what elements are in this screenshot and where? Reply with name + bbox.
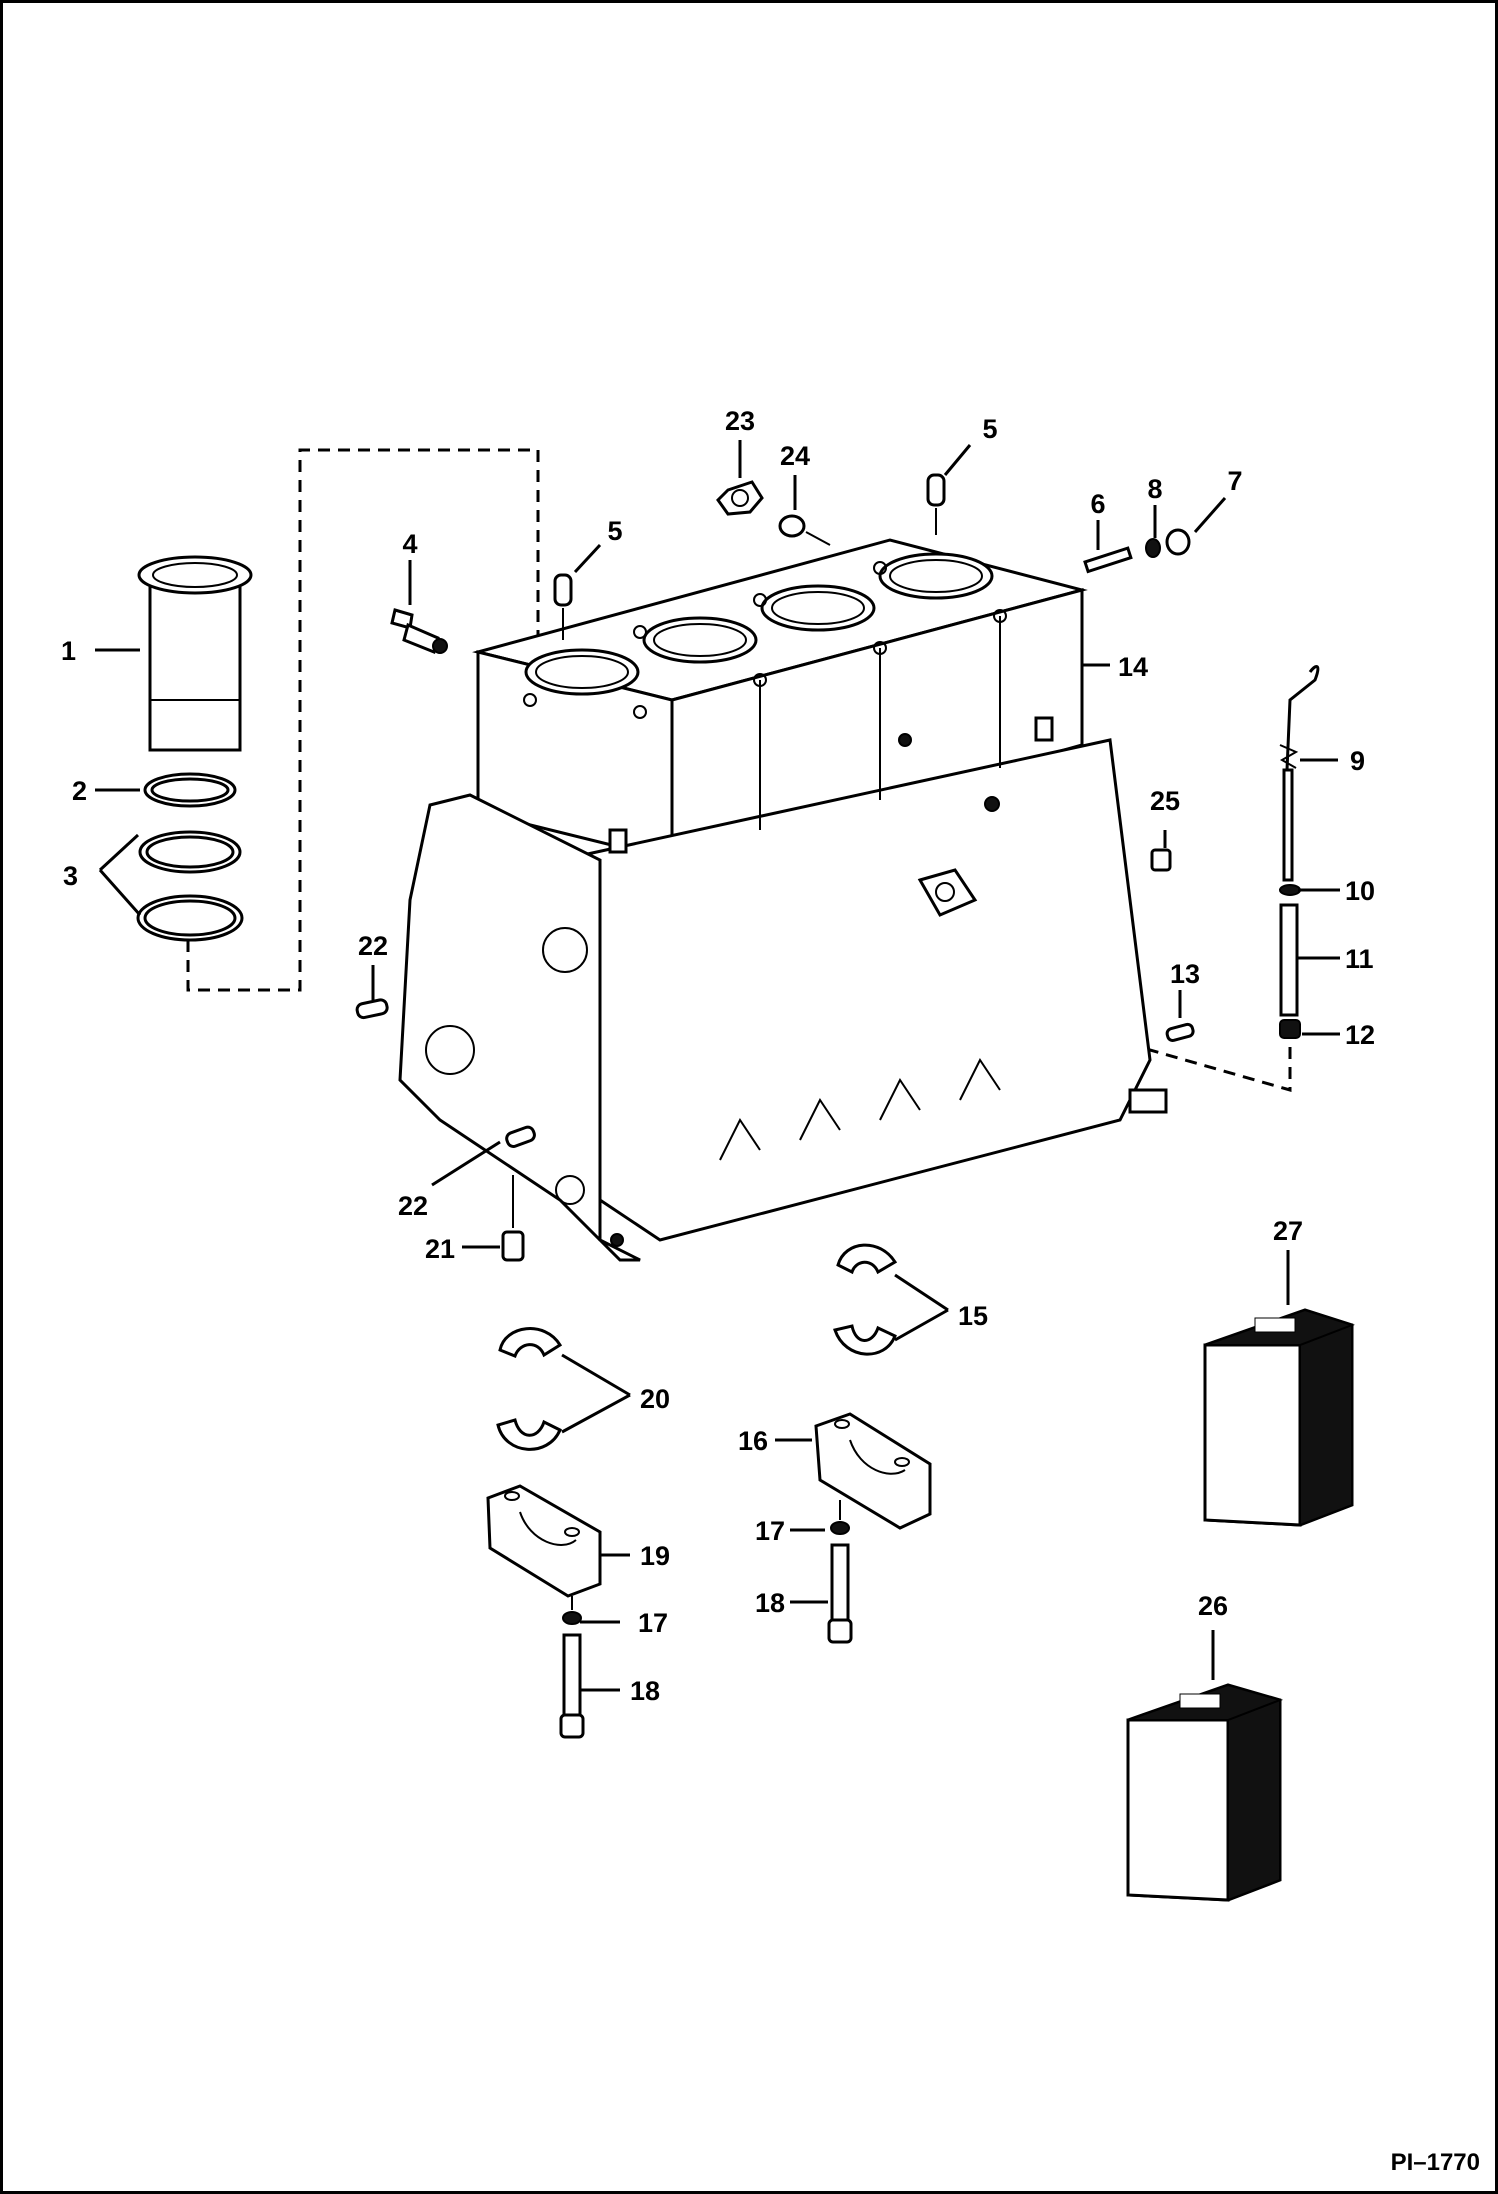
callout-10: 10 bbox=[1345, 876, 1375, 906]
plug-25 bbox=[1150, 848, 1172, 872]
main-bearing-cap-16 bbox=[814, 1412, 932, 1530]
callout-27: 27 bbox=[1273, 1216, 1303, 1246]
callout-5-right: 5 bbox=[982, 414, 997, 444]
bolt-18-left bbox=[559, 1633, 585, 1739]
callout-2: 2 bbox=[72, 776, 87, 806]
callout-5-left: 5 bbox=[607, 516, 622, 546]
dipstick-tube-fitting bbox=[1279, 1019, 1301, 1039]
callout-4: 4 bbox=[402, 529, 417, 559]
callout-24: 24 bbox=[780, 441, 810, 471]
callout-13: 13 bbox=[1170, 959, 1200, 989]
cylinder-liner bbox=[137, 555, 253, 752]
callout-20: 20 bbox=[640, 1384, 670, 1414]
callout-18-left: 18 bbox=[630, 1676, 660, 1706]
callout-labels: 1 2 3 4 5 5 6 7 8 9 10 11 12 13 14 15 16… bbox=[61, 406, 1375, 1706]
callout-16: 16 bbox=[738, 1426, 768, 1456]
pin-22-upper bbox=[355, 998, 389, 1020]
callout-21: 21 bbox=[425, 1234, 455, 1264]
bolt-18-right bbox=[827, 1500, 853, 1644]
callout-22-lower: 22 bbox=[398, 1191, 428, 1221]
callout-3: 3 bbox=[63, 861, 78, 891]
plug-23 bbox=[716, 480, 764, 516]
stud-6 bbox=[1083, 546, 1133, 574]
callout-25: 25 bbox=[1150, 786, 1180, 816]
callout-9: 9 bbox=[1350, 746, 1365, 776]
callout-1: 1 bbox=[61, 636, 76, 666]
callout-22-upper: 22 bbox=[358, 931, 388, 961]
callout-19: 19 bbox=[640, 1541, 670, 1571]
callout-11: 11 bbox=[1345, 944, 1374, 974]
main-bearing-cap-19 bbox=[486, 1484, 602, 1598]
callout-26: 26 bbox=[1198, 1591, 1228, 1621]
washer-17-left bbox=[562, 1596, 582, 1625]
plug-21 bbox=[501, 1175, 525, 1262]
callout-14: 14 bbox=[1118, 652, 1148, 682]
gasket-kit-26 bbox=[1126, 1683, 1284, 1902]
pin-13 bbox=[1165, 1022, 1195, 1042]
callout-15: 15 bbox=[958, 1301, 988, 1331]
callout-12: 12 bbox=[1345, 1020, 1375, 1050]
washer-8 bbox=[1145, 538, 1161, 558]
callout-8: 8 bbox=[1147, 474, 1162, 504]
engine-block bbox=[398, 538, 1168, 1262]
dipstick-o-ring bbox=[1279, 884, 1301, 896]
liner-assembly-dashed-line bbox=[186, 448, 540, 992]
nut-7 bbox=[1165, 528, 1191, 556]
dipstick-guide-tube bbox=[1279, 903, 1299, 1017]
main-bearing-shells-15 bbox=[833, 1243, 898, 1356]
drain-cock bbox=[390, 608, 448, 655]
dowel-pin-right bbox=[926, 473, 946, 535]
dowel-pin-left bbox=[553, 573, 573, 640]
callout-7: 7 bbox=[1227, 466, 1242, 496]
washer-24 bbox=[778, 514, 831, 546]
dipstick bbox=[1279, 665, 1320, 882]
washer-17-right bbox=[830, 1521, 850, 1535]
callout-17-left: 17 bbox=[638, 1608, 668, 1638]
callout-18-right: 18 bbox=[755, 1588, 785, 1618]
callout-6: 6 bbox=[1090, 489, 1105, 519]
leader-lines bbox=[95, 440, 1340, 1692]
gasket-kit-27 bbox=[1203, 1308, 1356, 1527]
callout-17-right: 17 bbox=[755, 1516, 785, 1546]
figure-reference: PI–1770 bbox=[1391, 2149, 1480, 2176]
liner-o-rings bbox=[136, 772, 244, 942]
main-bearing-shells-20 bbox=[496, 1327, 563, 1451]
pin-22-lower bbox=[505, 1125, 536, 1148]
callout-23: 23 bbox=[725, 406, 755, 436]
